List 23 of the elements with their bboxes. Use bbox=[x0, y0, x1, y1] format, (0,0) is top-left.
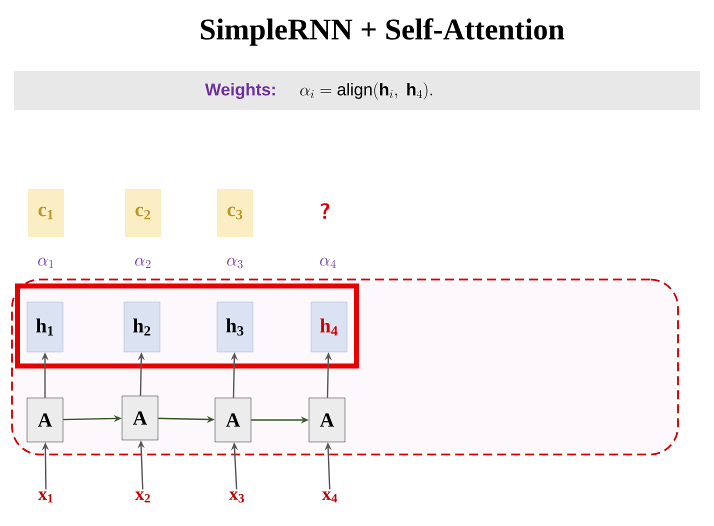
rnn-cell-box: A bbox=[26, 398, 64, 442]
rnn-cell-box: A bbox=[122, 396, 158, 440]
input-label: x$_{2}$ bbox=[135, 492, 150, 502]
weight-label: $\alpha_1$ bbox=[38, 258, 54, 268]
input-label: x$_{4}$ bbox=[322, 492, 338, 502]
context-box: c$_{1}$ bbox=[28, 189, 64, 237]
input-label: x$_{1}$ bbox=[38, 492, 53, 502]
title: SimpleRNN + Self-Attention bbox=[200, 18, 564, 46]
hidden-state-box: h$_{2}$ bbox=[124, 302, 160, 352]
weight-label: $\alpha_3$ bbox=[227, 258, 243, 268]
input-label: x$_{3}$ bbox=[229, 492, 244, 502]
weight-label: $\alpha_2$ bbox=[135, 258, 150, 268]
context-box: c$_{2}$ bbox=[125, 189, 161, 237]
hidden-state-box: h$_{4}$ bbox=[310, 302, 348, 352]
hidden-state-box: h$_{1}$ bbox=[26, 302, 64, 352]
context-box: c$_{3}$ bbox=[217, 189, 253, 237]
hidden-state-box: h$_{3}$ bbox=[216, 302, 254, 352]
formula-banner: Weights: $\alpha_i = \mathrm{align}(\mathbf{h}_i,\ \mathbf{h}_4).$ bbox=[14, 71, 700, 110]
question-mark: ? bbox=[320, 203, 330, 219]
highlight-frame bbox=[15, 284, 359, 368]
weight-label: $\alpha_4$ bbox=[320, 258, 336, 268]
rnn-cell-box: A bbox=[308, 398, 346, 442]
rnn-cell-box: A bbox=[214, 398, 252, 442]
